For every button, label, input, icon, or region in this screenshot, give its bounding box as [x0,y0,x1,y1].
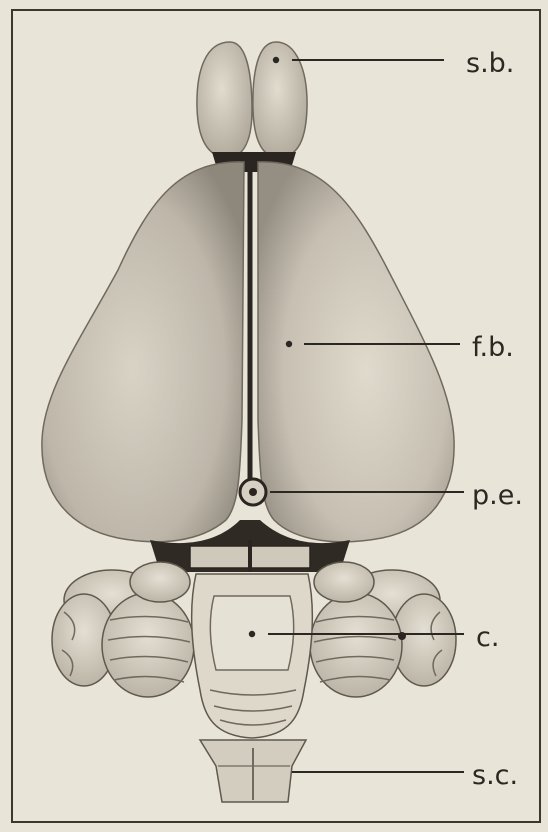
label-cerebellum: c. [476,622,499,653]
label-pineal: p.e. [472,480,523,511]
pineal-body [240,479,266,505]
label-spinal-cord: s.c. [472,760,518,791]
label-olfactory-bulb: s.b. [466,48,514,79]
cerebellum-central [192,574,313,738]
cerebellum-left-lobes [52,562,194,697]
label-forebrain: f.b. [472,332,514,363]
